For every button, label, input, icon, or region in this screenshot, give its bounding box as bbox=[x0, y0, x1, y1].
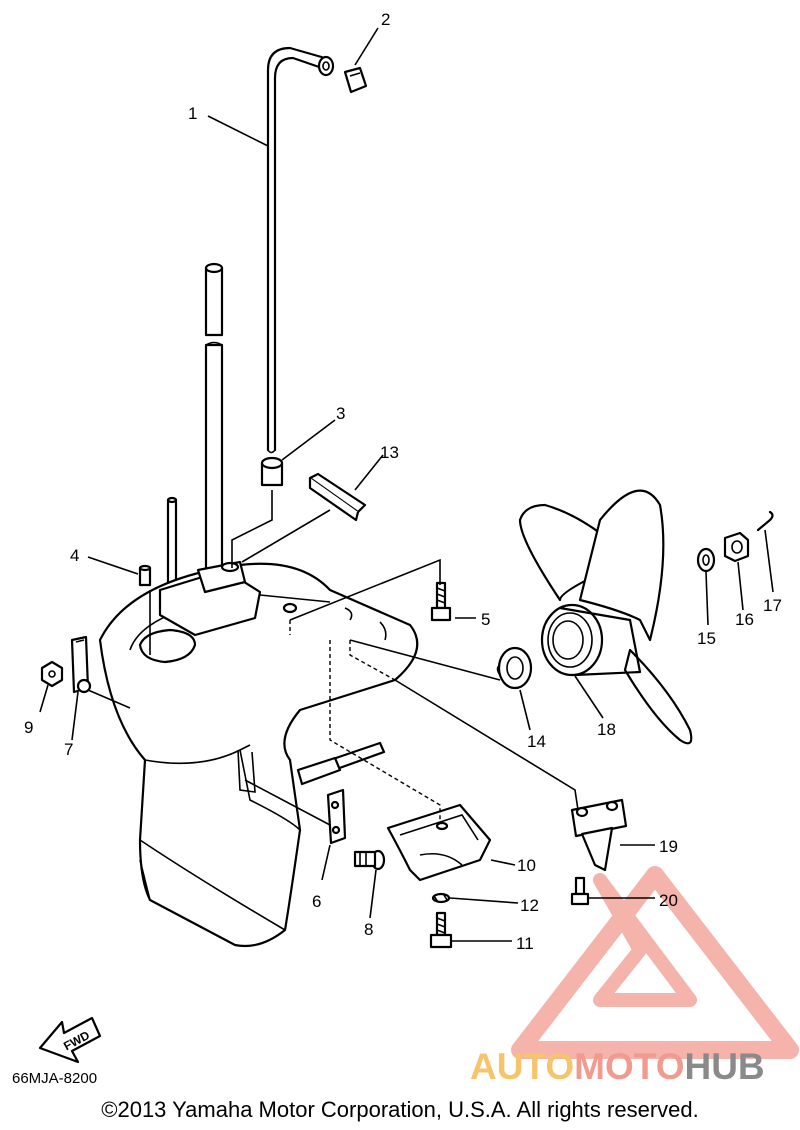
washer-12-part bbox=[431, 892, 451, 904]
fwd-arrow: FWD bbox=[38, 1016, 102, 1064]
label-part-11: 11 bbox=[516, 934, 534, 953]
trim-tab-part bbox=[570, 798, 628, 872]
label-part-16: 16 bbox=[735, 610, 754, 629]
label-part-12: 12 bbox=[520, 896, 539, 915]
spacer-14-part bbox=[496, 646, 533, 690]
label-part-17: 17 bbox=[763, 596, 782, 615]
watermark-part-2: MOTO bbox=[574, 1046, 685, 1087]
label-part-2: 2 bbox=[381, 10, 390, 29]
assembly-guide-lines bbox=[87, 490, 579, 826]
watermark-part-3: HUB bbox=[684, 1046, 765, 1087]
washer-15-part bbox=[696, 547, 716, 573]
nut-16-part bbox=[723, 531, 750, 563]
label-part-13: 13 bbox=[380, 443, 399, 462]
label-part-1: 1 bbox=[188, 104, 197, 123]
clip-part bbox=[308, 472, 367, 522]
label-part-10: 10 bbox=[517, 856, 536, 875]
screw-8-part bbox=[353, 849, 386, 871]
cotter-pin-part bbox=[756, 510, 774, 532]
label-part-9: 9 bbox=[24, 718, 33, 737]
label-part-3: 3 bbox=[336, 404, 345, 423]
plate-6-part bbox=[326, 788, 347, 845]
label-part-15: 15 bbox=[697, 629, 716, 648]
water-tube-part bbox=[266, 46, 335, 454]
copyright-notice: ©2013 Yamaha Motor Corporation, U.S.A. A… bbox=[101, 1097, 699, 1122]
grommet-part bbox=[343, 66, 368, 94]
propeller-shaft bbox=[296, 741, 386, 786]
nut-9-part bbox=[40, 660, 64, 688]
lower-case-body bbox=[98, 560, 419, 948]
plate-7-part bbox=[70, 635, 92, 694]
label-part-20: 20 bbox=[659, 891, 678, 910]
label-part-4: 4 bbox=[70, 546, 79, 565]
label-part-5: 5 bbox=[481, 610, 490, 629]
bolt-11-part bbox=[429, 911, 453, 949]
label-part-8: 8 bbox=[364, 920, 373, 939]
dowel-pin-part bbox=[138, 564, 152, 587]
diagram-code: 66MJA-8200 bbox=[12, 1070, 98, 1087]
label-part-7: 7 bbox=[64, 740, 73, 759]
label-part-18: 18 bbox=[597, 720, 616, 739]
watermark-part-1: AUTO bbox=[470, 1046, 575, 1087]
part-number-labels: 1 2 3 4 5 6 7 8 9 10 11 12 13 14 15 16 1… bbox=[24, 10, 782, 953]
watermark-logo bbox=[511, 866, 799, 1059]
label-part-14: 14 bbox=[527, 732, 546, 751]
label-leaders bbox=[39, 27, 774, 942]
bolt-20-part bbox=[570, 876, 590, 906]
drive-shaft bbox=[204, 262, 224, 582]
label-part-6: 6 bbox=[312, 892, 321, 911]
propeller-part bbox=[518, 489, 693, 745]
watermark-text: AUTOMOTOHUB bbox=[470, 1046, 765, 1088]
seal-part bbox=[260, 456, 284, 487]
anode-part bbox=[386, 803, 492, 882]
label-part-19: 19 bbox=[659, 837, 678, 856]
bolt-5-part bbox=[430, 581, 452, 622]
